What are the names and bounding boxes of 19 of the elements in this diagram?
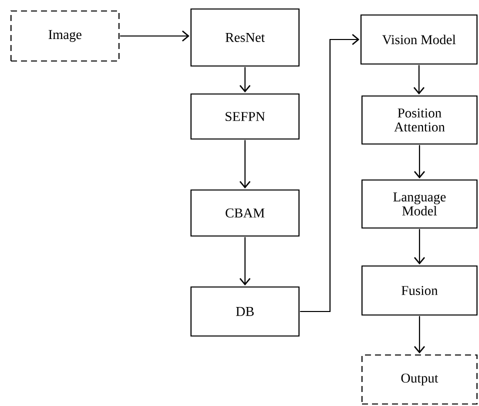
process-box: Language Model <box>361 179 478 229</box>
arrow <box>414 65 424 94</box>
process-box: Vision Model <box>360 14 478 65</box>
arrow <box>240 237 250 286</box>
arrow <box>240 67 250 92</box>
arrow <box>120 30 190 42</box>
process-box: SEFPN <box>190 93 300 140</box>
process-box: Fusion <box>361 265 478 316</box>
arrow <box>414 316 425 354</box>
process-box: Position Attention <box>361 95 478 145</box>
arrow <box>300 34 360 312</box>
process-box: DB <box>190 286 300 337</box>
arrow <box>240 140 250 188</box>
process-box: ResNet <box>190 8 300 67</box>
dashed-box: Image <box>10 10 120 62</box>
dashed-box: Output <box>361 354 478 405</box>
arrow <box>414 229 425 264</box>
arrow <box>414 145 425 178</box>
process-box: CBAM <box>190 189 300 237</box>
